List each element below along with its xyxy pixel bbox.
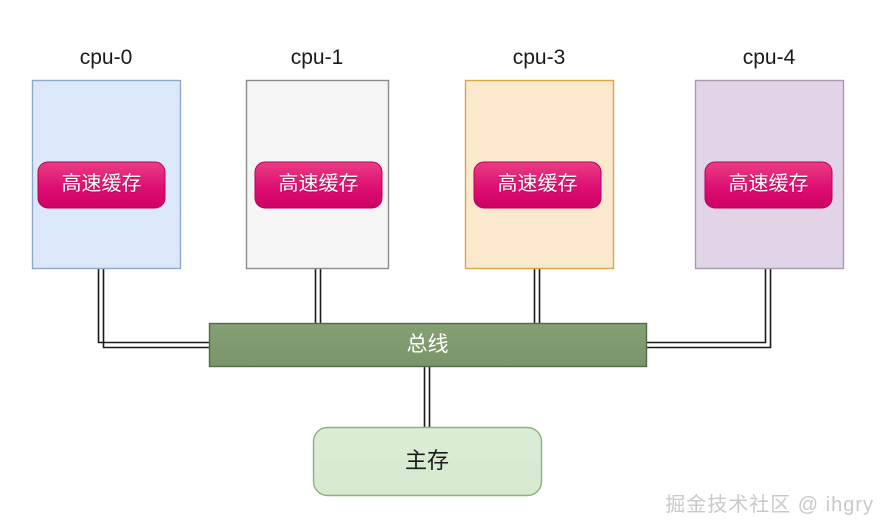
cache-box-cpu-4 [704, 161, 833, 209]
connector-lines [97, 208, 772, 427]
cache-box-cpu-0 [37, 161, 166, 209]
cache-label-cpu-0: 高速缓存 [61, 173, 142, 195]
memory-group [312, 426, 543, 497]
memory-box [312, 426, 543, 497]
cache-label-cpu-1: 高速缓存 [278, 173, 359, 195]
cpu-label-cpu-0: cpu-0 [79, 46, 133, 69]
cache-label-cpu-3: 高速缓存 [497, 173, 578, 195]
watermark: 掘金技术社区 @ ihgry [665, 494, 874, 516]
cache-pills-group [37, 161, 833, 209]
bus-label: 总线 [406, 333, 449, 356]
cpu-label-cpu-1: cpu-1 [290, 46, 344, 69]
bus-group [208, 322, 648, 368]
bus-box [208, 322, 648, 368]
cache-box-cpu-1 [254, 161, 383, 209]
cache-box-cpu-3 [473, 161, 602, 209]
memory-label: 主存 [404, 448, 449, 473]
cpu-label-cpu-4: cpu-4 [742, 46, 796, 69]
connector-memory [423, 366, 431, 427]
cache-label-cpu-4: 高速缓存 [728, 173, 809, 195]
cpu-label-cpu-3: cpu-3 [512, 46, 566, 69]
